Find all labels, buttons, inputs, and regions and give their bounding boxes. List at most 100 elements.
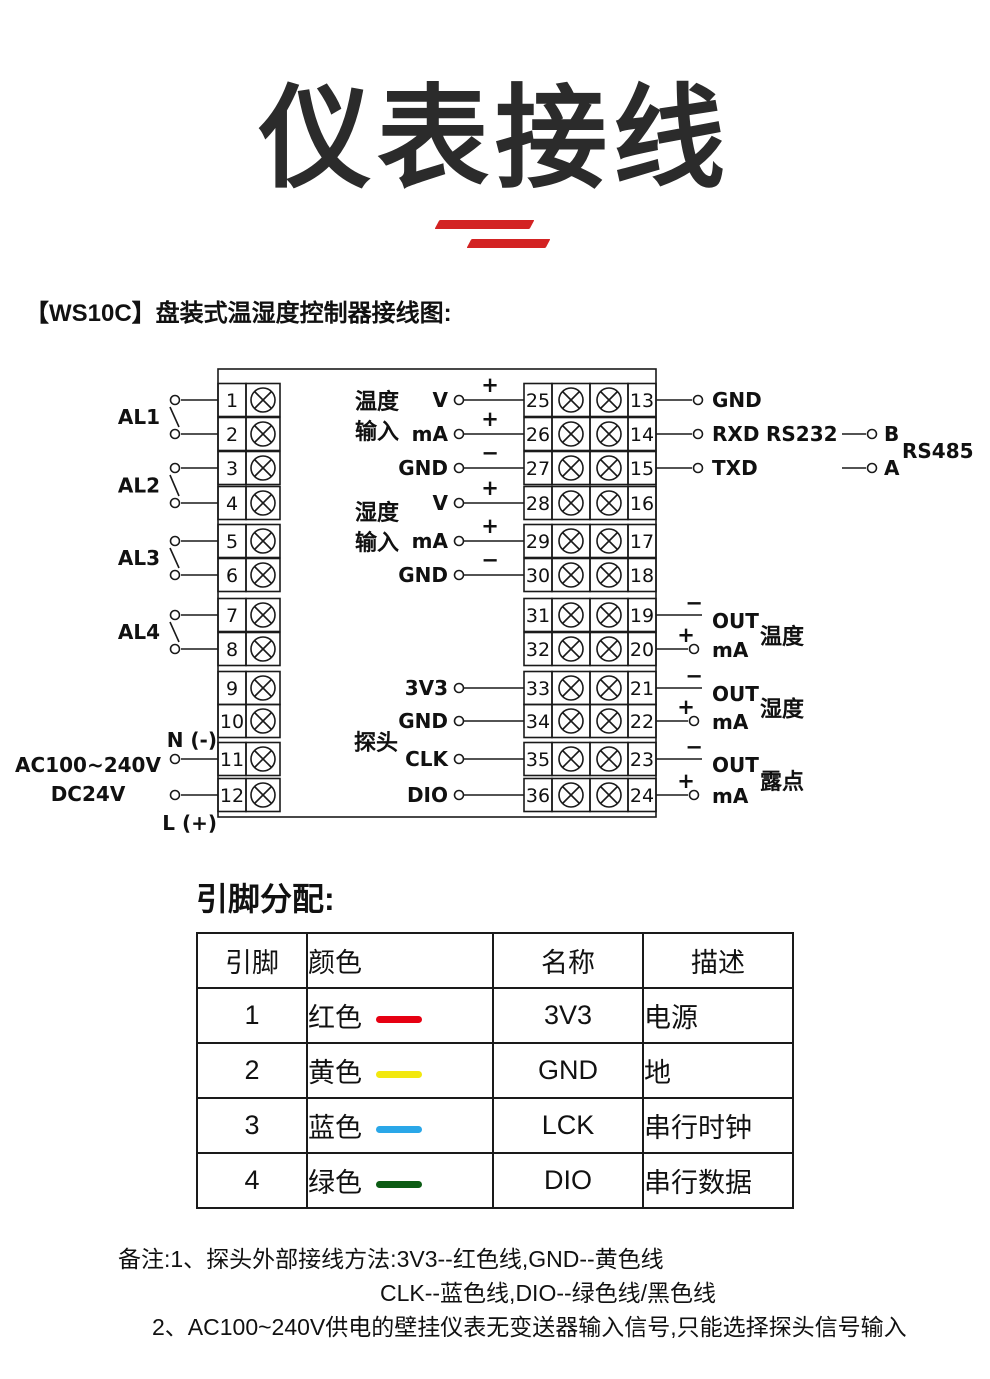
terminal-screw-icon [254, 532, 272, 550]
terminal-number: 9 [226, 678, 238, 700]
terminal-screw-icon [600, 679, 618, 697]
terminal-number: 29 [526, 531, 550, 553]
terminal-screw-icon [596, 490, 622, 516]
terminal-number: 33 [526, 678, 550, 700]
terminal-number: 25 [526, 390, 550, 412]
terminal-screw-icon [558, 528, 584, 554]
terminal-screw-icon [596, 562, 622, 588]
al-label: AL1 [118, 405, 160, 429]
terminal-cell [245, 741, 281, 777]
pin-number: 3 [196, 1097, 308, 1154]
terminal-number: 26 [526, 424, 550, 446]
wire-node [169, 394, 181, 406]
wire-node [169, 535, 181, 547]
pin-color: 蓝色 [306, 1097, 494, 1154]
terminal-screw-icon [250, 746, 276, 772]
terminal-number: 8 [226, 639, 238, 661]
input-pin-name: GND [398, 563, 448, 587]
polarity-sign: − [481, 441, 499, 465]
terminal-number: 24 [630, 785, 654, 807]
terminal-screw-icon [254, 391, 272, 409]
wire-node [692, 462, 704, 474]
input-pin-name: mA [412, 529, 449, 553]
gnd-label: GND [712, 388, 762, 412]
terminal-screw-icon [250, 782, 276, 808]
terminal-cell [627, 485, 657, 521]
wire-node [453, 753, 465, 765]
header-desc: 描述 [642, 932, 794, 989]
pin-color: 黄色 [306, 1042, 494, 1099]
terminal-screw-icon [558, 490, 584, 516]
terminal-screw-icon [596, 602, 622, 628]
color-swatch-icon [376, 1181, 422, 1189]
wire-node [453, 789, 465, 801]
temp-input-title: 输入 [355, 419, 399, 445]
terminal-screw-icon [596, 782, 622, 808]
terminal-screw-icon [250, 562, 276, 588]
polarity-sign: − [481, 548, 499, 572]
terminal-screw-icon [596, 455, 622, 481]
pin-desc: 串行时钟 [642, 1097, 794, 1154]
output-unit: mA [712, 784, 749, 808]
terminal-screw-icon [600, 606, 618, 624]
polarity-sign: − [685, 591, 703, 615]
terminal-number: 14 [630, 424, 654, 446]
note-line: 备注:1、探头外部接线方法:3V3--红色线,GND--黄色线 [118, 1246, 664, 1272]
terminal-number: 28 [526, 493, 550, 515]
pin-number: 4 [196, 1152, 308, 1209]
wire-node [453, 682, 465, 694]
terminal-screw-icon [600, 750, 618, 768]
terminal-number: 16 [630, 493, 654, 515]
terminal-screw-icon [558, 455, 584, 481]
terminal-cell [245, 597, 281, 633]
al-label: AL3 [118, 546, 160, 570]
output-label: 湿度 [760, 697, 805, 723]
terminal-screw-icon [254, 494, 272, 512]
polarity-sign: + [481, 514, 499, 538]
terminal-number: 5 [226, 531, 238, 553]
wire-node [688, 643, 700, 655]
wire-node [169, 609, 181, 621]
terminal-cell [245, 777, 281, 813]
probe-title: 探头 [354, 730, 398, 756]
subtitle: 【WS10C】盘装式温湿度控制器接线图: [25, 300, 452, 327]
terminal-screw-icon [600, 494, 618, 512]
polarity-sign: − [685, 735, 703, 759]
terminal-number: 18 [630, 565, 654, 587]
terminal-screw-icon [600, 425, 618, 443]
terminal-cell [627, 416, 657, 452]
polarity-sign: + [481, 407, 499, 431]
terminal-screw-icon [558, 562, 584, 588]
terminal-number: 34 [526, 711, 550, 733]
terminal-number: 17 [630, 531, 654, 553]
color-name: 黄色 [308, 1058, 362, 1088]
page-title: 仪表接线 [259, 74, 731, 204]
terminal-number: 2 [226, 424, 238, 446]
terminal-screw-icon [596, 746, 622, 772]
terminal-number: 4 [226, 493, 238, 515]
wire [169, 474, 180, 497]
terminal-cell [245, 382, 281, 418]
terminal-number: 13 [630, 390, 654, 412]
terminal-cell [245, 523, 281, 559]
terminal-screw-icon [558, 746, 584, 772]
pin-name: LCK [492, 1097, 644, 1154]
pin-desc: 串行数据 [642, 1152, 794, 1209]
output-name: OUT [712, 682, 759, 706]
wire [169, 547, 180, 569]
terminal-screw-icon [596, 675, 622, 701]
terminal-cell [627, 382, 657, 418]
terminal-cell [627, 557, 657, 593]
wire-node [453, 428, 465, 440]
terminal-number: 12 [220, 785, 244, 807]
pin-color: 绿色 [306, 1152, 494, 1209]
neutral-label: N (-) [167, 728, 217, 752]
terminal-screw-icon [562, 566, 580, 584]
polarity-sign: + [677, 695, 695, 719]
terminal-screw-icon [558, 708, 584, 734]
pin-name: GND [492, 1042, 644, 1099]
